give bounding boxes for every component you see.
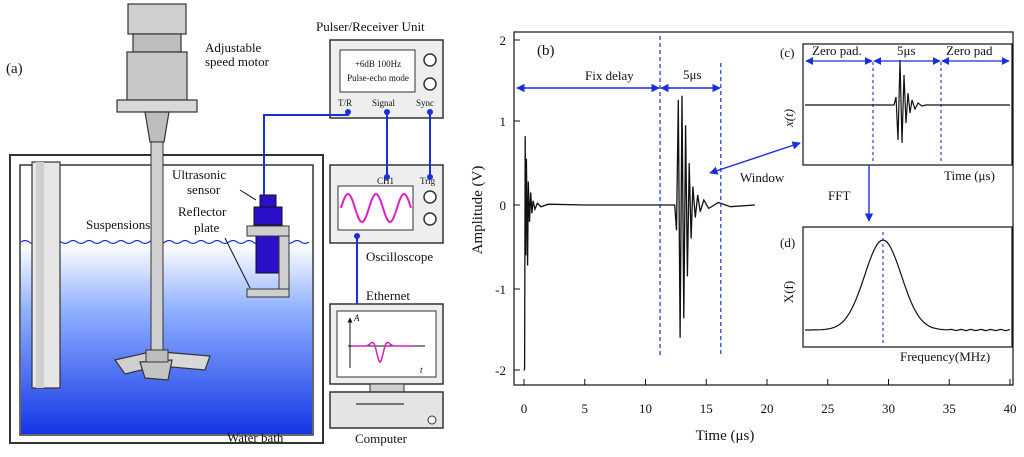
sensor-label-line1: Ultrasonic	[172, 167, 226, 182]
water-bath-label: Water bath	[227, 430, 284, 445]
panel-b-label: (b)	[537, 43, 555, 59]
water	[21, 244, 312, 434]
x-tick-label: 15	[700, 401, 713, 416]
ethernet-label: Ethernet	[366, 288, 410, 303]
inset-d-frame	[802, 226, 1013, 348]
port-tr-label: T/R	[338, 98, 352, 108]
panel-c-label: (c)	[780, 45, 794, 60]
window-width-label-c: 5μs	[897, 43, 916, 58]
panel-d-ylabel: X(f)	[781, 281, 796, 303]
window-zoom-arrow	[709, 141, 801, 175]
motor-label-line1: Adjustable	[205, 40, 262, 55]
port-signal-label: Signal	[372, 98, 396, 108]
x-tick-label: 20	[761, 401, 774, 416]
x-tick-label: 5	[582, 401, 589, 416]
window-label: Window	[740, 170, 785, 185]
scope-knob	[423, 190, 437, 204]
impeller	[113, 349, 211, 381]
x-tick-label: 35	[943, 401, 956, 416]
pulser-receiver-unit	[329, 39, 444, 119]
stirring-motor	[116, 3, 198, 143]
water-bath-tank: Water bath	[9, 154, 324, 445]
zero-pad-left-label: Zero pad.	[812, 43, 862, 58]
fix-delay-label: Fix delay	[585, 68, 634, 83]
screen-axis-t-label: t	[420, 365, 423, 375]
reflector-leader	[224, 237, 251, 289]
panel-d-label: (d)	[780, 235, 795, 250]
panel-a-label: (a)	[6, 61, 23, 77]
panel-d-xlabel: Frequency(MHz)	[900, 349, 990, 364]
reflector-label-line1: Reflector	[178, 204, 227, 219]
scope-knob	[423, 212, 437, 226]
computer-screen-waveform	[352, 341, 412, 364]
y-tick-label: 0	[500, 198, 507, 213]
scope-trig-label: Trig	[420, 176, 436, 186]
y-tick-labels: 2 1 0 -1 -2	[495, 33, 506, 378]
fft-label: FFT	[828, 188, 850, 203]
pulser-knob	[423, 53, 437, 67]
oscilloscope-waveform	[340, 192, 412, 224]
scope-ch1-label: CH1	[377, 176, 394, 186]
computer-label: Computer	[355, 431, 408, 446]
window-width-label-b: 5μs	[683, 67, 702, 82]
x-tick-label: 0	[521, 401, 528, 416]
panel-c-xlabel: Time (μs)	[944, 168, 995, 183]
y-tick-label: 2	[500, 33, 507, 48]
x-tick-label: 25	[821, 401, 834, 416]
inset-c-waveform	[805, 59, 1010, 144]
screen-axis-a-label: A	[353, 313, 360, 323]
computer	[329, 303, 444, 429]
port-sync-label: Sync	[416, 98, 434, 108]
sensor-leader	[239, 189, 257, 201]
x-tick-label: 30	[882, 401, 895, 416]
panel-c-ylabel: x(t)	[781, 109, 796, 128]
stirrer-shaft	[150, 141, 164, 358]
suspensions-label: Suspensions	[86, 217, 150, 232]
oscilloscope-label: Oscilloscope	[366, 249, 433, 264]
series-line	[523, 95, 755, 371]
y-tick-label: 1	[500, 114, 507, 129]
pulser-knob	[423, 77, 437, 91]
pulser-display-line2: Pulse-echo mode	[347, 73, 409, 83]
sensor-label-line2: sensor	[187, 182, 221, 197]
panel-b-xlabel: Time (μs)	[696, 428, 755, 444]
y-tick-label: -2	[495, 363, 506, 378]
x-tick-label: 10	[639, 401, 652, 416]
panel-c-inset: (c) Zero pad. 5μs Zero pad x(t) Time (μs…	[780, 43, 1013, 222]
cable-connectors	[345, 109, 433, 239]
panel-d-inset: (d) X(f) Frequency(MHz)	[780, 226, 1013, 364]
pulser-title: Pulser/Receiver Unit	[316, 19, 425, 34]
reflector-plate	[246, 225, 290, 298]
inset-d-spectrum	[805, 239, 1011, 332]
zero-pad-right-label: Zero pad	[946, 43, 993, 58]
axis-ticks	[514, 39, 1011, 385]
plot-frame	[513, 31, 1014, 386]
reflector-label-line2: plate	[194, 220, 219, 235]
pulser-display-line1: +6dB 100Hz	[355, 59, 401, 69]
panel-a: (a) Water bath Adjustable speed motor	[6, 3, 444, 446]
x-tick-labels: 0 5 10 15 20 25 30 35 40	[521, 401, 1017, 416]
y-tick-label: -1	[495, 282, 506, 297]
motor-label-line2: speed motor	[205, 54, 270, 69]
x-tick-label: 40	[1004, 401, 1017, 416]
panel-b-ylabel: Amplitude (V)	[470, 166, 486, 255]
